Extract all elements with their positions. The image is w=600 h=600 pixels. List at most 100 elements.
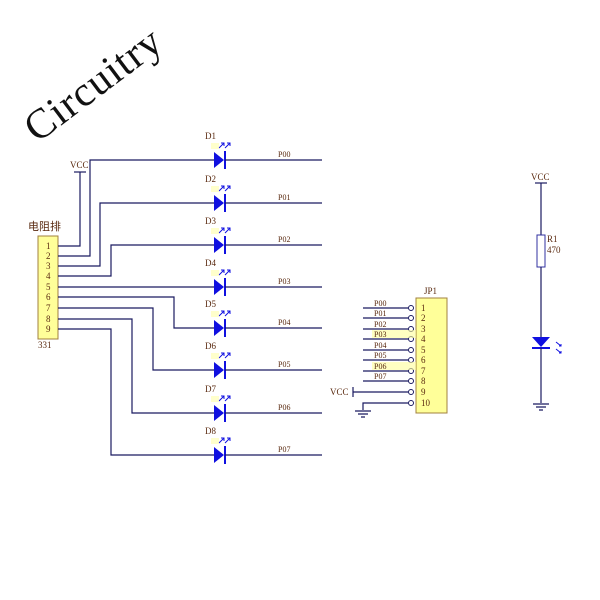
light-arrows-icon <box>218 310 231 317</box>
light-arrows-icon <box>218 142 231 149</box>
header-pin-circle <box>408 400 414 406</box>
header-pin: 4 <box>421 334 426 344</box>
header-net-label: P06 <box>374 362 386 371</box>
header-pin-circle <box>408 315 414 321</box>
resistor-ref: R1 <box>547 234 558 244</box>
header-pin-circle <box>408 357 414 363</box>
led-glow <box>211 353 219 359</box>
header-vcc-label: VCC <box>330 387 349 397</box>
header-net-label: P03 <box>374 330 386 339</box>
led-icon <box>214 195 224 211</box>
wire-pin1-vcc <box>58 172 81 247</box>
net-label: P06 <box>278 403 290 412</box>
resistor-r1 <box>536 234 546 268</box>
resistor-pack-pin: 3 <box>46 261 51 271</box>
header-pin: 9 <box>421 387 426 397</box>
led-ref: D2 <box>205 174 216 184</box>
resistor-pack-label: 电阻排 <box>28 219 61 233</box>
light-arrows-icon <box>218 395 231 402</box>
vcc-label: VCC <box>70 160 89 170</box>
net-label: P00 <box>278 150 290 159</box>
resistor-pack-value: 331 <box>38 340 52 350</box>
wire-led <box>58 244 214 277</box>
net-label: P03 <box>278 277 290 286</box>
net-label: P02 <box>278 235 290 244</box>
led-ref: D4 <box>205 258 216 268</box>
led-glow <box>211 311 219 317</box>
led-glow <box>211 228 219 234</box>
light-arrows-icon <box>218 352 231 359</box>
header-pin: 1 <box>421 303 426 313</box>
light-arrows-icon <box>555 341 562 354</box>
resistor-pack-pin: 4 <box>46 271 51 281</box>
header-pin-circle <box>408 378 414 384</box>
led-icon <box>214 405 224 421</box>
resistor-pack-pin: 5 <box>46 282 51 292</box>
header-net-label: P01 <box>374 309 386 318</box>
led-glow <box>211 396 219 402</box>
header-pin: 6 <box>421 355 426 365</box>
header-jp1 <box>415 297 448 414</box>
header-net-label: P05 <box>374 351 386 360</box>
resistor-value: 470 <box>547 245 561 255</box>
resistor-pack-pin: 6 <box>46 292 51 302</box>
header-gnd-wire <box>362 402 408 410</box>
net-highlight <box>372 330 416 338</box>
led-ref: D5 <box>205 299 216 309</box>
light-arrows-icon <box>218 185 231 192</box>
led-icon <box>214 447 224 463</box>
wire-led <box>58 318 214 414</box>
resistor-pack-pin: 8 <box>46 314 51 324</box>
net-label: P04 <box>278 318 290 327</box>
led-ref: D3 <box>205 216 216 226</box>
led-glow <box>211 186 219 192</box>
net-highlight <box>372 362 416 370</box>
single-vcc-label: VCC <box>531 172 550 182</box>
header-pin-circle <box>408 389 414 395</box>
wire-led <box>58 307 214 371</box>
resistor-pack-pin: 1 <box>46 241 51 251</box>
header-net-label: P04 <box>374 341 386 350</box>
header-net-label: P00 <box>374 299 386 308</box>
light-arrows-icon <box>218 269 231 276</box>
header-pin-circle <box>408 305 414 311</box>
led-ref: D8 <box>205 426 216 436</box>
led-icon <box>214 152 224 168</box>
led-glow <box>211 438 219 444</box>
header-ref: JP1 <box>424 286 437 296</box>
ground-icon <box>355 410 371 418</box>
wire-led <box>58 296 214 329</box>
header-net-label: P02 <box>374 320 386 329</box>
led-icon <box>214 237 224 253</box>
led-ref: D7 <box>205 384 216 394</box>
led-icon <box>214 279 224 295</box>
wire-led <box>58 328 214 456</box>
resistor-pack-pin: 2 <box>46 251 51 261</box>
led-icon <box>532 337 550 347</box>
header-pin: 3 <box>421 324 426 334</box>
led-glow <box>211 270 219 276</box>
wire-led <box>58 202 214 267</box>
ground-icon <box>533 403 549 411</box>
header-pin: 8 <box>421 376 426 386</box>
led-ref: D6 <box>205 341 216 351</box>
net-label: P05 <box>278 360 290 369</box>
led-glow <box>211 143 219 149</box>
header-pin: 7 <box>421 366 426 376</box>
wire-led <box>58 159 214 257</box>
led-icon <box>214 362 224 378</box>
resistor-pack-pin: 7 <box>46 303 51 313</box>
net-label: P07 <box>278 445 290 454</box>
header-pin: 2 <box>421 313 426 323</box>
light-arrows-icon <box>218 227 231 234</box>
resistor-pack-pin: 9 <box>46 324 51 334</box>
header-pin-circle <box>408 347 414 353</box>
led-icon <box>214 320 224 336</box>
header-net-label: P07 <box>374 372 386 381</box>
header-pin: 10 <box>421 398 431 408</box>
led-ref: D1 <box>205 131 216 141</box>
light-arrows-icon <box>218 437 231 444</box>
header-pin: 5 <box>421 345 426 355</box>
